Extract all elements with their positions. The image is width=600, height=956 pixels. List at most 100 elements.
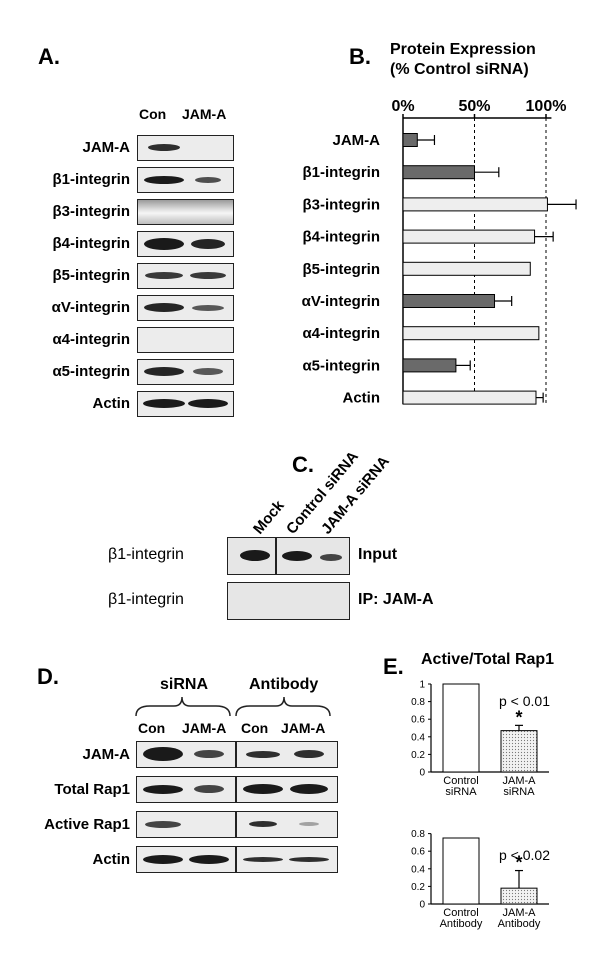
- blot-band: [299, 822, 319, 826]
- panel-b-letter: B.: [349, 44, 371, 69]
- category-label: Antibody: [440, 918, 483, 930]
- blot-band: [145, 820, 181, 828]
- panel-a-blot: [137, 391, 234, 417]
- category-label: β1-integrin: [303, 164, 381, 181]
- panel-d-blot: [136, 811, 236, 838]
- chart-title-line: Protein Expression: [390, 41, 536, 58]
- panel-d-blot: [236, 741, 338, 768]
- panel-a-blot: [137, 135, 234, 161]
- category-label: JAM-A: [503, 775, 537, 787]
- y-tick-label: 0.6: [411, 715, 425, 726]
- panel-e-title: Active/Total Rap1: [421, 651, 555, 668]
- blot-band: [294, 750, 324, 758]
- panel-a-blot: [137, 199, 234, 225]
- blot-ip: [227, 582, 350, 620]
- blot-band: [144, 175, 184, 184]
- category-label: Control: [443, 907, 478, 919]
- panel-a-blot: [137, 231, 234, 257]
- panel-c-letter: C.: [292, 452, 314, 477]
- blot-band: [193, 368, 223, 375]
- lane-d-con-1: Con: [138, 720, 166, 736]
- panel-d-row-label: Active Rap1: [44, 816, 130, 833]
- blot-band: [190, 272, 226, 279]
- panel-a-row-label: Actin: [92, 395, 131, 412]
- category-label: JAM-A: [503, 907, 537, 919]
- protein-expression-chart: Protein Expression (% Control siRNA) 0% 50%…: [302, 41, 577, 407]
- y-tick-label: 0.8: [411, 829, 425, 840]
- panel-a-row-label: α4-integrin: [52, 331, 130, 348]
- panel-d-blot: [236, 776, 338, 803]
- bar: [402, 261, 531, 276]
- blot-band: [195, 176, 221, 183]
- panel-a-row-label: β4-integrin: [52, 235, 131, 252]
- category-label: β5-integrin: [303, 261, 381, 278]
- lane-d-con-2: Con: [241, 720, 269, 736]
- group-braces: [135, 696, 331, 717]
- panel-d-letter: D.: [37, 664, 59, 689]
- category-label: Control: [443, 775, 478, 787]
- category-label: Actin: [343, 390, 381, 407]
- panel-a-row-label: β3-integrin: [52, 203, 131, 220]
- y-tick-label: 0.4: [411, 864, 425, 875]
- category-label: Antibody: [498, 918, 541, 930]
- panel-a-blot: [137, 327, 234, 353]
- blot-band: [144, 303, 184, 312]
- group-label-antibody: Antibody: [249, 676, 319, 693]
- bar: [402, 326, 540, 341]
- bar: [442, 837, 480, 905]
- category-label: β3-integrin: [303, 196, 381, 213]
- y-tick-label: 0.8: [411, 697, 425, 708]
- panel-a-row-label: β1-integrin: [52, 171, 131, 188]
- blot-band: [194, 785, 224, 793]
- panel-d-blot: [236, 846, 338, 873]
- lane-label-mock: Mock: [250, 497, 288, 538]
- panel-a-blot: [137, 263, 234, 289]
- blot-band: [243, 856, 283, 862]
- lane-label-jama: JAM-A: [182, 106, 227, 122]
- x-tick-label: 0%: [391, 98, 414, 115]
- panel-d-blot: [236, 811, 338, 838]
- blot-band: [189, 854, 229, 864]
- blot-band: [188, 399, 228, 408]
- panel-c-row1-label: β1-integrin: [108, 546, 184, 563]
- blot-band: [243, 784, 283, 794]
- x-tick-label: 50%: [458, 98, 490, 115]
- y-tick-label: 1: [419, 680, 425, 691]
- bar: [402, 390, 537, 405]
- y-tick-label: 0: [419, 900, 425, 911]
- blot-band: [290, 784, 328, 794]
- x-tick-label: 100%: [526, 98, 567, 115]
- panel-a-blot: [137, 359, 234, 385]
- panel-a-row-label: αV-integrin: [51, 299, 130, 316]
- blot-band: [289, 856, 329, 862]
- significance-star: *: [515, 707, 522, 727]
- bar: [402, 197, 548, 212]
- lane-d-jama-1: JAM-A: [182, 720, 227, 736]
- blot-band: [194, 750, 224, 758]
- bar: [442, 683, 480, 773]
- blot-band: [145, 272, 183, 279]
- panel-d-row-label: Total Rap1: [54, 781, 130, 798]
- blot-band: [143, 784, 183, 794]
- panel-d-blot: [136, 776, 236, 803]
- bar: [402, 165, 475, 180]
- panel-c-ip-label: IP: JAM-A: [358, 591, 434, 608]
- blot-band: [249, 821, 277, 827]
- group-label-sirna: siRNA: [160, 676, 209, 693]
- blot-band: [143, 399, 185, 408]
- bar: [402, 358, 457, 373]
- category-label: α5-integrin: [302, 357, 380, 374]
- p-value-label: p < 0.02: [499, 847, 550, 863]
- panel-c-input-label: Input: [358, 546, 398, 563]
- bar: [500, 730, 538, 773]
- significance-star: *: [515, 853, 522, 873]
- category-label: αV-integrin: [302, 293, 380, 310]
- blot-band: [143, 747, 183, 761]
- panel-a-row-label: α5-integrin: [52, 363, 130, 380]
- chart-title-line: (% Control siRNA): [390, 61, 529, 78]
- blot-band: [144, 367, 184, 376]
- blot-input: [227, 537, 350, 575]
- blot-band: [144, 237, 184, 250]
- lane-label-con: Con: [139, 106, 167, 122]
